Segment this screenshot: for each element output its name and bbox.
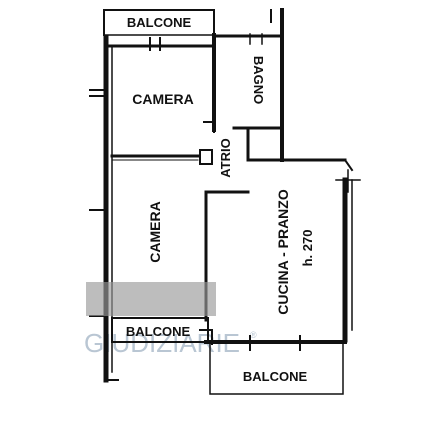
kitchen-bottom-window [249, 335, 301, 351]
balcony-top-label: BALCONE [127, 15, 192, 30]
bath-window [249, 33, 263, 45]
wall-kitchen-right-notch [335, 169, 361, 193]
redaction-smudge [86, 282, 216, 316]
balcony-bottom-outline [209, 341, 344, 395]
balcony-bottom-label: BALCONE [243, 369, 308, 384]
balcony-left-outline [111, 317, 209, 343]
balcony-left-label: BALCONE [126, 324, 191, 339]
bedroom-bottom-label: CAMERA [147, 201, 163, 262]
wall-kitchen-top-ext [343, 158, 354, 172]
recess-left-top [89, 89, 107, 97]
door-mark-balcony-left [199, 329, 213, 345]
bathroom-label: BAGNO [251, 56, 266, 104]
ceiling-height-label: h. 270 [300, 230, 315, 267]
walls [89, 8, 361, 395]
door-mark-bedroom [203, 121, 215, 133]
hall-label: ATRIO [218, 138, 233, 177]
door-mark-hall [199, 149, 213, 165]
door-mark-balcony-top [149, 37, 161, 51]
balcony-top-outline [103, 9, 215, 36]
watermark-registered-mark: ® [250, 330, 257, 340]
bedroom-top-label: CAMERA [132, 91, 193, 107]
kitchen-label: CUCINA - PRANZO [275, 189, 291, 315]
